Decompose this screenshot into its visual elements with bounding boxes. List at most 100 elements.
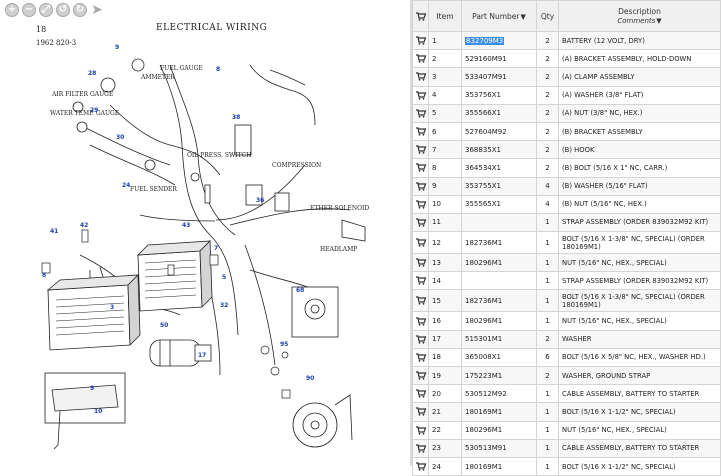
- part-number-cell[interactable]: 368835X1: [461, 140, 537, 160]
- header-qty[interactable]: Qty: [536, 0, 559, 32]
- part-number-cell[interactable]: 182736M1: [461, 231, 537, 255]
- add-to-cart-button[interactable]: [412, 67, 429, 87]
- diagram-viewer[interactable]: +−⤢↺↻➤ 18 ELECTRICAL WIRING 1962 820-3: [0, 0, 410, 466]
- callout[interactable]: 8: [216, 66, 220, 73]
- part-number-cell[interactable]: [461, 212, 537, 233]
- add-to-cart-button[interactable]: [412, 212, 429, 233]
- fit-screen-icon[interactable]: ⤢: [39, 3, 53, 17]
- wiring-diagram[interactable]: AMMETER FUEL GAUGE AIR FILTER GAUGE WATE…: [20, 44, 400, 463]
- callout[interactable]: 30: [116, 134, 124, 141]
- callout[interactable]: 50: [160, 322, 168, 329]
- part-number-cell[interactable]: 180296M1: [461, 311, 537, 331]
- zoom-in-icon[interactable]: +: [5, 3, 19, 17]
- callout[interactable]: 7: [214, 245, 218, 252]
- add-to-cart-button[interactable]: [412, 85, 429, 105]
- add-to-cart-button[interactable]: [412, 402, 429, 422]
- callout[interactable]: 10: [94, 408, 102, 415]
- callout[interactable]: 68: [296, 287, 304, 294]
- pointer-icon[interactable]: ➤: [91, 2, 103, 18]
- callout[interactable]: 5: [222, 274, 226, 281]
- part-number-cell[interactable]: 530512M92: [461, 384, 537, 404]
- callout[interactable]: 29: [90, 107, 98, 114]
- add-to-cart-button[interactable]: [412, 271, 429, 291]
- callout[interactable]: 32: [220, 302, 228, 309]
- callout[interactable]: 90: [306, 375, 314, 382]
- zoom-out-icon[interactable]: −: [22, 3, 36, 17]
- part-number-cell[interactable]: 180296M1: [461, 420, 537, 440]
- part-number-cell[interactable]: 353756X1: [461, 85, 537, 105]
- add-to-cart-button[interactable]: [412, 30, 429, 51]
- callout[interactable]: 95: [280, 341, 288, 348]
- add-to-cart-button[interactable]: [412, 384, 429, 404]
- part-number-cell[interactable]: 355566X1: [461, 103, 537, 123]
- part-number-cell[interactable]: 530513M91: [461, 438, 537, 458]
- add-to-cart-button[interactable]: [412, 253, 429, 273]
- pane-divider[interactable]: [410, 0, 412, 466]
- part-number-cell[interactable]: 529160M91: [461, 49, 537, 69]
- add-to-cart-button[interactable]: [412, 158, 429, 178]
- callout[interactable]: 38: [232, 114, 240, 121]
- add-to-cart-button[interactable]: [412, 289, 429, 313]
- part-number-cell[interactable]: 533407M91: [461, 67, 537, 87]
- add-to-cart-button[interactable]: [412, 456, 429, 476]
- part-number-cell[interactable]: 832709M3: [461, 30, 537, 51]
- add-to-cart-button[interactable]: [412, 311, 429, 331]
- filter-icon[interactable]: ▼: [656, 17, 662, 25]
- callout[interactable]: 9: [115, 44, 119, 51]
- add-to-cart-button[interactable]: [412, 438, 429, 458]
- callout[interactable]: 3: [110, 304, 114, 311]
- add-to-cart-button[interactable]: [412, 347, 429, 368]
- part-number-cell[interactable]: 365008X1: [461, 347, 537, 368]
- part-number-cell[interactable]: 353755X1: [461, 176, 537, 196]
- part-number-cell[interactable]: 175223M1: [461, 365, 537, 386]
- part-number-cell[interactable]: 364534X1: [461, 158, 537, 178]
- add-to-cart-button[interactable]: [412, 121, 429, 142]
- part-number-cell[interactable]: 180169M1: [461, 402, 537, 422]
- add-to-cart-button[interactable]: [412, 49, 429, 69]
- add-to-cart-button[interactable]: [412, 140, 429, 160]
- add-to-cart-button[interactable]: [412, 194, 429, 214]
- header-description[interactable]: Description Comments▼: [558, 0, 721, 32]
- part-number-cell[interactable]: 527604M92: [461, 121, 537, 142]
- callout[interactable]: 36: [256, 197, 264, 204]
- filter-icon[interactable]: ▼: [520, 12, 526, 21]
- header-item[interactable]: Item: [428, 0, 462, 32]
- callout[interactable]: 24: [122, 182, 130, 189]
- callout[interactable]: 43: [182, 222, 190, 229]
- add-to-cart-button[interactable]: [412, 231, 429, 255]
- part-number-cell[interactable]: 182736M1: [461, 289, 537, 313]
- header-part-number[interactable]: Part Number▼: [461, 0, 537, 32]
- callout[interactable]: 41: [50, 228, 58, 235]
- rotate-right-icon[interactable]: ↻: [73, 3, 87, 17]
- part-number-cell[interactable]: [461, 271, 537, 291]
- add-to-cart-button[interactable]: [412, 365, 429, 386]
- callout[interactable]: 9: [90, 385, 94, 392]
- part-number-cell[interactable]: 180296M1: [461, 253, 537, 273]
- callout[interactable]: 28: [88, 70, 96, 77]
- callout[interactable]: 8: [42, 272, 46, 279]
- header-cart[interactable]: [412, 0, 429, 32]
- part-number-cell[interactable]: 355565X1: [461, 194, 537, 214]
